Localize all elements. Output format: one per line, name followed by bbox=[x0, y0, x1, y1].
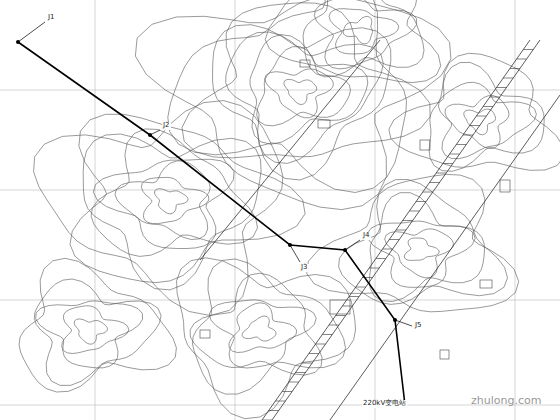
railway-tie bbox=[503, 78, 513, 79]
contour-line bbox=[368, 221, 476, 287]
contour-line bbox=[177, 258, 356, 419]
contour-line bbox=[464, 109, 496, 135]
contour-line bbox=[70, 114, 305, 282]
contour-line bbox=[242, 316, 276, 341]
railway-tie bbox=[476, 116, 486, 117]
railway-tie bbox=[416, 201, 426, 202]
railway-tie bbox=[316, 344, 326, 345]
contour-line bbox=[74, 319, 107, 344]
contour-line bbox=[19, 258, 176, 392]
contour-line bbox=[284, 79, 317, 104]
railway-tie bbox=[470, 125, 480, 126]
railway-tie bbox=[342, 306, 352, 307]
railway-tie bbox=[517, 59, 527, 60]
railway-tie bbox=[423, 192, 433, 193]
contour-line bbox=[62, 306, 129, 354]
tower-marks bbox=[16, 40, 397, 322]
contour-line bbox=[93, 159, 234, 248]
railway-tie bbox=[436, 173, 446, 174]
contour-line bbox=[404, 238, 439, 260]
railway-tie bbox=[456, 144, 466, 145]
railway-tie bbox=[409, 211, 419, 212]
map-label: 220kV变电站 bbox=[362, 400, 407, 408]
contour-line bbox=[307, 174, 519, 311]
railway-tie bbox=[389, 239, 399, 240]
contour-line bbox=[339, 180, 508, 305]
contour-line bbox=[168, 0, 407, 192]
contour-line bbox=[429, 62, 544, 171]
railway-tie bbox=[510, 68, 520, 69]
railway-tie bbox=[483, 106, 493, 107]
contour-line bbox=[257, 47, 351, 126]
railway-tie bbox=[336, 315, 346, 316]
railway-tie bbox=[302, 363, 312, 364]
contour-line bbox=[155, 189, 189, 214]
railway-tie bbox=[322, 334, 332, 335]
contour-line bbox=[389, 53, 560, 170]
contour-line bbox=[229, 303, 297, 353]
contour-line bbox=[36, 301, 143, 368]
railway-tie bbox=[383, 249, 393, 250]
contour-line bbox=[329, 9, 399, 54]
railway-tie bbox=[490, 97, 500, 98]
railway-tie bbox=[296, 372, 306, 373]
railway-tie bbox=[349, 296, 359, 297]
railway-tie bbox=[356, 287, 366, 288]
contour-line bbox=[193, 259, 346, 394]
railway-tie bbox=[463, 135, 473, 136]
railway-tie bbox=[282, 391, 292, 392]
railway-tie bbox=[523, 49, 533, 50]
contour-line bbox=[91, 129, 257, 257]
railway-tie bbox=[376, 258, 386, 259]
railway-tie bbox=[497, 87, 507, 88]
contour-line bbox=[439, 82, 537, 158]
contour-line bbox=[209, 300, 316, 368]
railway-tie bbox=[403, 220, 413, 221]
contour-line bbox=[265, 0, 441, 83]
contour-line bbox=[115, 161, 210, 240]
contour-line bbox=[250, 35, 368, 145]
railway-tie bbox=[275, 401, 285, 402]
contour-line bbox=[369, 193, 484, 302]
contour-line bbox=[226, 32, 384, 163]
contour-line bbox=[190, 273, 322, 375]
buildings bbox=[200, 60, 510, 359]
contour-line bbox=[303, 0, 424, 77]
railway-tie bbox=[369, 268, 379, 269]
contour-line bbox=[314, 0, 416, 69]
railway-tie bbox=[396, 230, 406, 231]
map-label: J4 bbox=[362, 232, 371, 240]
railway-tie bbox=[329, 325, 339, 326]
railway-tie bbox=[289, 382, 299, 383]
map-label: J5 bbox=[414, 322, 423, 330]
railway bbox=[200, 40, 560, 420]
leader-lines bbox=[18, 22, 412, 326]
power-line-route bbox=[18, 42, 405, 405]
railway-tie bbox=[269, 410, 279, 411]
railway-tie bbox=[443, 163, 453, 164]
map-label: J2 bbox=[162, 122, 171, 130]
railway-tie bbox=[309, 353, 319, 354]
contour-line bbox=[34, 101, 283, 316]
watermark: zhulong.com bbox=[470, 395, 542, 407]
map-label: J1 bbox=[47, 14, 56, 22]
map-label: J3 bbox=[300, 264, 309, 272]
contour-line bbox=[445, 96, 509, 149]
contour-line bbox=[141, 177, 208, 223]
contour-line bbox=[343, 16, 372, 44]
railway-tie bbox=[430, 182, 440, 183]
railway-tie bbox=[450, 154, 460, 155]
contour-line bbox=[135, 0, 451, 210]
contour-line bbox=[385, 229, 454, 278]
railway-ties bbox=[262, 50, 533, 420]
